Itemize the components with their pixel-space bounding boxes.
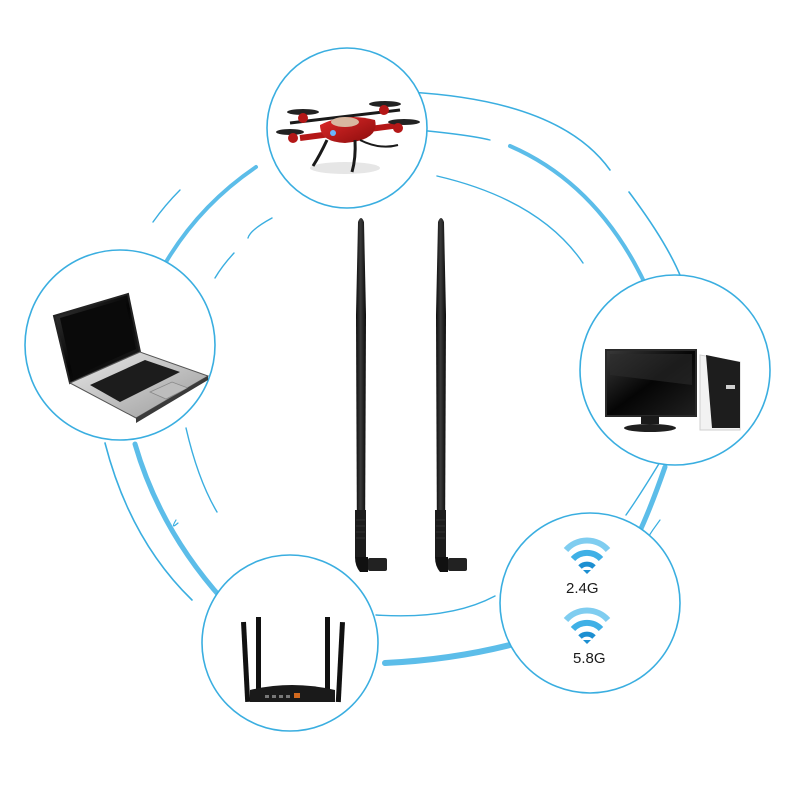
device-circle-wifi-bands: 2.4G 5.8G (499, 512, 681, 694)
outer-ring-right-bottom (625, 461, 661, 516)
wifi-icon-2-4g (563, 537, 611, 574)
inner-arc-top (417, 129, 491, 141)
inner-arc-left-2 (247, 217, 273, 239)
device-circle-router (201, 554, 379, 732)
antenna-left (355, 218, 387, 572)
thick-ring-left (132, 441, 226, 603)
thick-ring-top-right (508, 144, 650, 292)
thick-ring-top-left (164, 165, 258, 264)
device-circle-drone (266, 47, 428, 209)
laptop-icon (52, 292, 210, 423)
band-label-2-4g: 2.4G (566, 580, 599, 597)
desktop-pc-icon (605, 349, 741, 432)
device-circle-laptop (24, 249, 216, 441)
outer-ring-left-bottom (104, 442, 193, 601)
thick-ring-bottom (382, 642, 513, 666)
router-icon (241, 617, 345, 703)
inner-arc-top-2 (436, 175, 584, 264)
outer-ring-bottom (375, 595, 496, 617)
outer-ring-top-right (406, 91, 611, 171)
inner-arc-left-1 (152, 189, 181, 223)
wifi-icon-5-8g (563, 607, 611, 644)
inner-arc-left-3 (214, 252, 235, 279)
drone-icon (276, 101, 420, 174)
inner-arc-left-5 (172, 519, 179, 527)
device-circle-desktop (579, 274, 771, 466)
antenna-right (435, 218, 467, 572)
band-label-5-8g: 5.8G (573, 650, 606, 667)
inner-arc-left-4 (185, 427, 218, 513)
